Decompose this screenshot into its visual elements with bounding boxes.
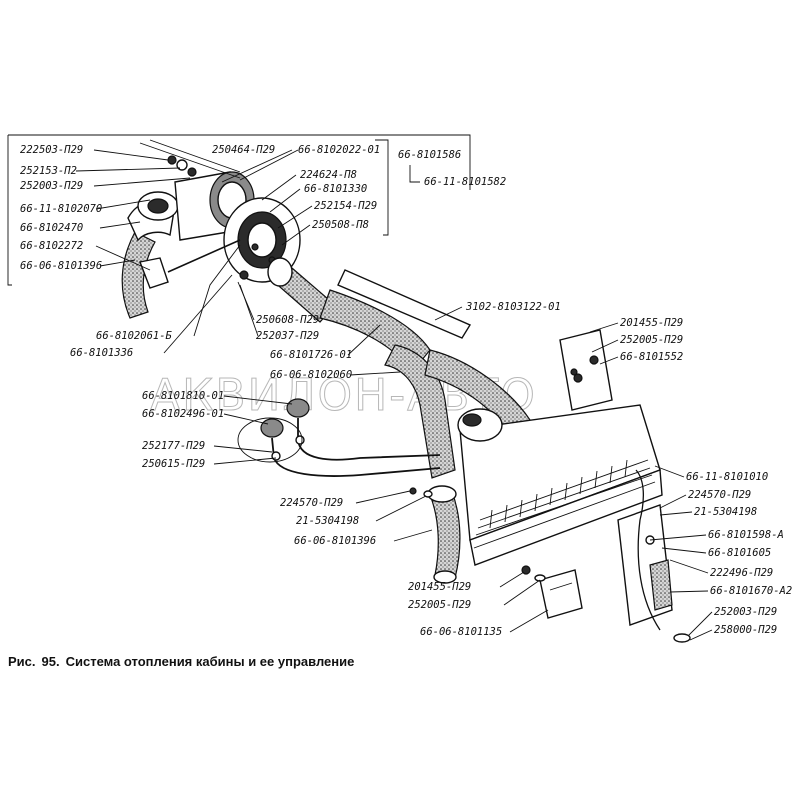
heater-box — [457, 329, 691, 643]
label-66-8102470: 66-8102470 — [20, 222, 83, 234]
label-66-06-8101396-bottom: 66-06-8101396 — [294, 535, 376, 547]
label-66-8102496-01: 66-8102496-01 — [142, 408, 224, 420]
label-66-06-8102060: 66-06-8102060 — [270, 369, 352, 381]
label-66-8101810-01: 66-8101810-01 — [142, 390, 224, 402]
label-66-8101336: 66-8101336 — [70, 347, 133, 359]
label-21-5304198-right: 21-5304198 — [694, 506, 757, 518]
label-250615-p29: 250615-П29 — [142, 458, 205, 470]
label-222503-p29: 222503-П29 — [20, 144, 83, 156]
label-224624-p8: 224624-П8 — [300, 169, 357, 181]
air-hoses — [267, 257, 531, 584]
label-66-8101586: 66-8101586 — [398, 149, 461, 161]
label-66-8101598-a: 66-8101598-А — [708, 529, 784, 541]
label-66-8101670-a2: 66-8101670-А2 — [710, 585, 792, 597]
label-252005-p29-top: 252005-П29 — [620, 334, 683, 346]
label-66-8101726-01: 66-8101726-01 — [270, 349, 352, 361]
figure-caption: Рис. 95. Система отопления кабины и ее упр… — [8, 654, 360, 669]
caption-number: 95. — [41, 654, 60, 669]
caption-text: Система отопления кабины и ее управление — [65, 654, 355, 669]
label-201455-p29-top: 201455-П29 — [620, 317, 683, 329]
label-66-8102022-01: 66-8102022-01 — [298, 144, 380, 156]
label-201455-p29-bottom: 201455-П29 — [408, 581, 471, 593]
label-66-11-8101010: 66-11-8101010 — [686, 471, 768, 483]
label-66-8102272: 66-8102272 — [20, 240, 83, 252]
label-66-8101552: 66-8101552 — [620, 351, 683, 363]
leader-lines — [75, 149, 713, 641]
label-224570-p29-right: 224570-П29 — [688, 489, 751, 501]
label-252154-p29: 252154-П29 — [314, 200, 377, 212]
label-252177-p29: 252177-П29 — [142, 440, 205, 452]
label-250508-p8: 250508-П8 — [312, 219, 369, 231]
group-brackets — [7, 134, 471, 286]
label-66-06-8101396-top: 66-06-8101396 — [20, 260, 102, 272]
label-250608-p29: 250608-П29 — [256, 314, 319, 326]
caption-fig: Рис. — [8, 654, 36, 669]
label-258000-p29: 258000-П29 — [714, 624, 777, 636]
label-252003-p29-bottom: 252003-П29 — [714, 606, 777, 618]
label-21-5304198-left: 21-5304198 — [296, 515, 359, 527]
label-222496-p29: 222496-П29 — [710, 567, 773, 579]
label-66-8101330: 66-8101330 — [304, 183, 367, 195]
label-224570-p29-left: 224570-П29 — [280, 497, 343, 509]
label-3102-8103122-01: 3102-8103122-01 — [465, 301, 561, 313]
label-66-06-8101135: 66-06-8101135 — [420, 626, 502, 638]
label-252153-p2: 252153-П2 — [20, 165, 77, 177]
label-66-11-8102070: 66-11-8102070 — [20, 203, 102, 215]
label-250464-p29: 250464-П29 — [212, 144, 275, 156]
label-252005-p29-bottom: 252005-П29 — [408, 599, 471, 611]
label-66-8102061-b: 66-8102061-Б — [96, 330, 173, 342]
inlet-assembly — [121, 139, 301, 319]
label-66-11-8101582: 66-11-8101582 — [424, 176, 506, 188]
label-252037-p29: 252037-П29 — [256, 330, 319, 342]
label-252003-p29: 252003-П29 — [20, 180, 83, 192]
part-labels: 222503-П29 252153-П2 252003-П29 66-11-81… — [20, 144, 792, 638]
label-66-8101605: 66-8101605 — [708, 547, 771, 559]
